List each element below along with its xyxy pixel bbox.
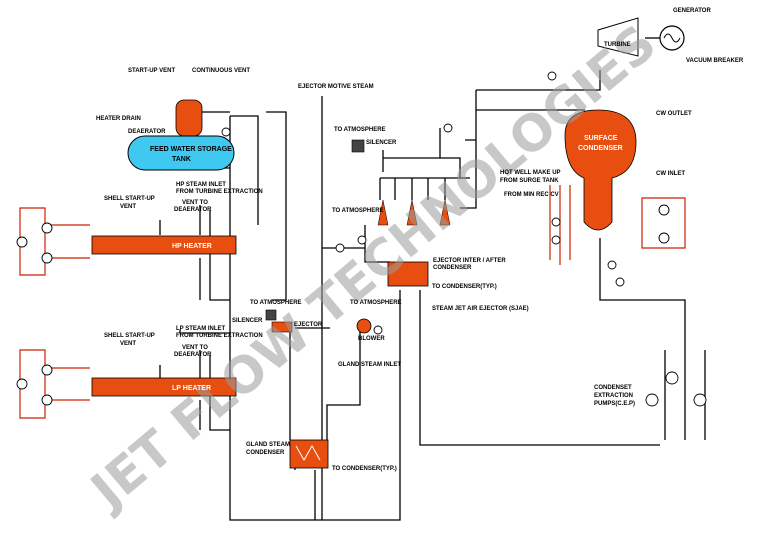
label-silencer-2: SILENCER (232, 318, 263, 324)
blower (356, 318, 372, 334)
label-to-condenser-2: TO CONDENSER(TYP.) (332, 466, 397, 472)
label-blower: BLOWER (358, 336, 385, 342)
silencer-bottom (265, 309, 277, 321)
label-ejector: EJECTOR (294, 322, 323, 328)
gauges (221, 71, 625, 335)
label-to-atmosphere-4: TO ATMOSPHERE (350, 300, 402, 306)
label-vent-deaerator-2a: VENT TO (182, 345, 208, 351)
label-shell-vent-1b: VENT (120, 204, 136, 210)
label-ejector-motive-steam: EJECTOR MOTIVE STEAM (298, 84, 374, 90)
feed-water-storage-tank (127, 135, 235, 171)
label-min-rec-cv: FROM MIN REC CV (504, 192, 559, 198)
instrument-loops (16, 185, 686, 419)
label-hp-steam-2: FROM TURBINE EXTRACTION (176, 189, 263, 195)
label-shell-vent-1a: SHELL START-UP (104, 196, 155, 202)
label-lp-steam-2: FROM TURBINE EXTRACTION (176, 333, 263, 339)
label-to-atmosphere-1: TO ATMOSPHERE (334, 127, 386, 133)
label-hotwell-2: FROM SURGE TANK (500, 178, 559, 184)
label-vent-deaerator-2b: DEAERATOR (174, 352, 212, 358)
label-continuous-vent: CONTINUOUS VENT (192, 68, 250, 74)
label-to-atmosphere-2: TO ATMOSPHERE (332, 208, 384, 214)
label-surface-1: SURFACE (584, 135, 618, 142)
label-gland-condenser-1: GLAND STEAM (246, 442, 290, 448)
label-condenset-2: EXTRACTION (594, 393, 633, 399)
gland-steam-condenser (289, 439, 329, 469)
label-gland-steam-inlet: GLAND STEAM INLET (338, 362, 401, 368)
hp-heater (91, 235, 237, 255)
label-cw-inlet: CW INLET (656, 171, 685, 177)
label-surface-2: CONDENSER (578, 145, 623, 152)
silencer-top (351, 139, 365, 153)
label-vacuum-breaker: VACUUM BREAKER (686, 58, 744, 64)
label-condenset-1: CONDENSET (594, 385, 632, 391)
label-ejector-inter-2: CONDENSER (433, 265, 472, 271)
label-fwst-1: FEED WATER STORAGE (150, 146, 232, 153)
labels: GENERATOR TURBINE VACUUM BREAKER START-U… (96, 8, 744, 472)
label-cw-outlet: CW OUTLET (656, 111, 692, 117)
label-lp-heater: LP HEATER (172, 385, 211, 392)
label-startup-vent: START-UP VENT (128, 68, 175, 74)
label-hp-steam-1: HP STEAM INLET (176, 182, 226, 188)
label-silencer-1: SILENCER (366, 140, 397, 146)
turbine (597, 17, 639, 57)
label-heater-drain: HEATER DRAIN (96, 116, 141, 122)
label-condenset-3: PUMPS(C.E.P) (594, 401, 635, 407)
label-hotwell-1: HOT WELL MAKE UP (500, 170, 561, 176)
label-generator: GENERATOR (673, 8, 711, 14)
label-turbine: TURBINE (604, 42, 631, 48)
label-to-atmosphere-3: TO ATMOSPHERE (250, 300, 302, 306)
lp-heater (91, 377, 237, 397)
label-lp-steam-1: LP STEAM INLET (176, 326, 226, 332)
cep-pump-2 (693, 393, 707, 407)
cep-pump-1 (665, 371, 679, 385)
label-gland-condenser-2: CONDENSER (246, 450, 285, 456)
label-shell-vent-2b: VENT (120, 341, 136, 347)
surface-condenser (564, 109, 637, 231)
deaerator-vessel (175, 99, 203, 137)
label-vent-deaerator-1b: DEAERATOR (174, 207, 212, 213)
equipment (91, 17, 707, 469)
label-deaerator: DEAERATOR (128, 129, 166, 135)
label-shell-vent-2a: SHELL START-UP (104, 333, 155, 339)
label-sjae: STEAM JET AIR EJECTOR (SJAE) (432, 306, 529, 312)
label-ejector-inter-1: EJECTOR INTER / AFTER (433, 258, 506, 264)
cep-pump-3 (645, 393, 659, 407)
label-hp-heater: HP HEATER (172, 243, 212, 250)
label-vent-deaerator-1a: VENT TO (182, 200, 208, 206)
ejector-inter-after-condenser (387, 261, 429, 287)
label-to-condenser-1: TO CONDENSER(TYP.) (432, 284, 497, 290)
label-fwst-2: TANK (172, 156, 191, 163)
ejector (271, 321, 293, 333)
